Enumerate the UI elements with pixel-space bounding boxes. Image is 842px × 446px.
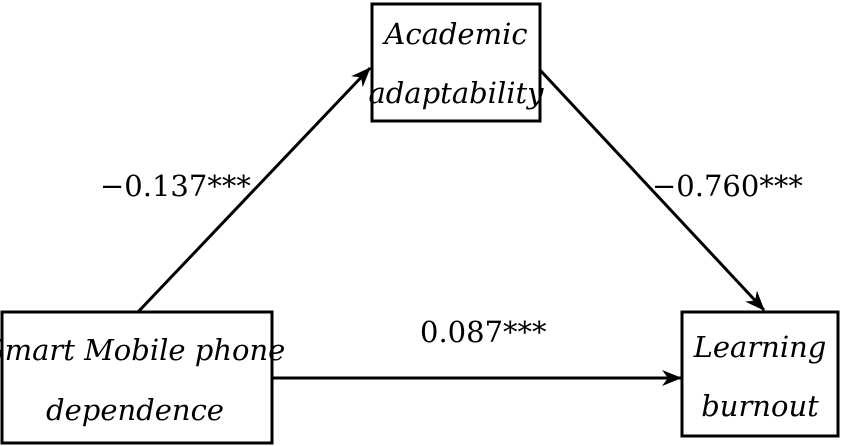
- mediator-label-line2: adaptability: [368, 76, 544, 110]
- path-b-arrow: [538, 68, 766, 312]
- predictor-node: Smart Mobile phone dependence: [0, 310, 285, 445]
- mediator-label-line1: Academic: [381, 17, 527, 51]
- path-c-coefficient: 0.087***: [420, 315, 547, 349]
- outcome-node: Learning burnout: [680, 310, 840, 438]
- outcome-label-line2: burnout: [701, 389, 819, 423]
- mediator-node: Academic adaptability: [368, 2, 544, 123]
- path-a-arrow: [136, 66, 372, 314]
- outcome-label-line1: Learning: [693, 330, 827, 364]
- predictor-label-line2: dependence: [46, 393, 224, 427]
- predictor-label-line1: Smart Mobile phone: [0, 333, 285, 367]
- path-a-coefficient: −0.137***: [100, 169, 251, 203]
- path-b-coefficient: −0.760***: [652, 169, 803, 203]
